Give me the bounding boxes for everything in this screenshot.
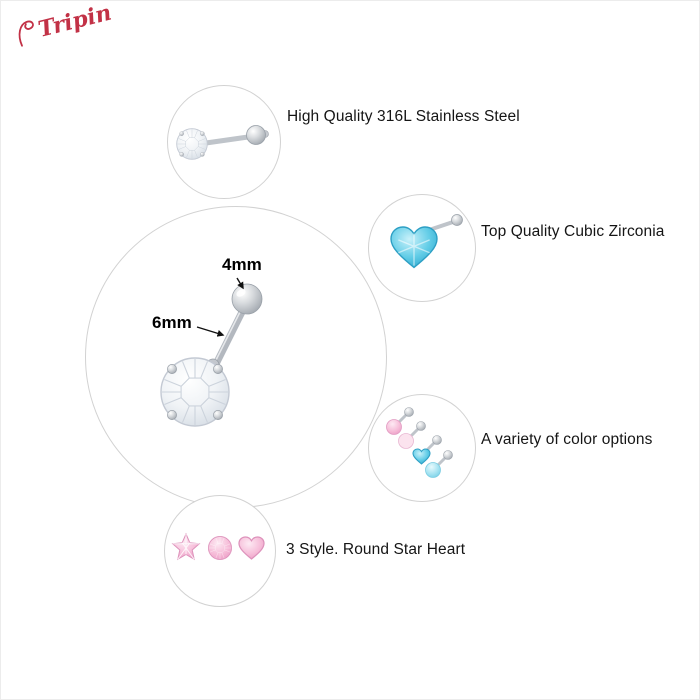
logo-flourish-icon (18, 20, 34, 47)
gem-size-label: 6mm (152, 313, 192, 332)
blue-heart-stud-photo (390, 214, 463, 269)
steel-stud-photo (176, 125, 269, 160)
hero-stud-photo (160, 277, 263, 427)
logo-text: Tripin (35, 0, 115, 43)
callout-label-styles: 3 Style. Round Star Heart (286, 541, 466, 558)
brand-logo: Tripin (13, 0, 115, 48)
assorted-studs-photo (386, 407, 453, 478)
callout-circle-styles (164, 495, 276, 607)
callout-circle-steel (167, 85, 281, 199)
pink-gems-photo (171, 532, 265, 561)
callout-label-colors: A variety of color options (481, 431, 653, 448)
callout-circle-colors (368, 394, 476, 502)
callout-label-steel: High Quality 316L Stainless Steel (287, 108, 520, 125)
hero-circle: 4mm 6mm (85, 206, 387, 508)
ball-size-label: 4mm (222, 255, 262, 274)
callout-circle-zirconia (368, 194, 476, 302)
callout-label-zirconia: Top Quality Cubic Zirconia (481, 223, 665, 240)
